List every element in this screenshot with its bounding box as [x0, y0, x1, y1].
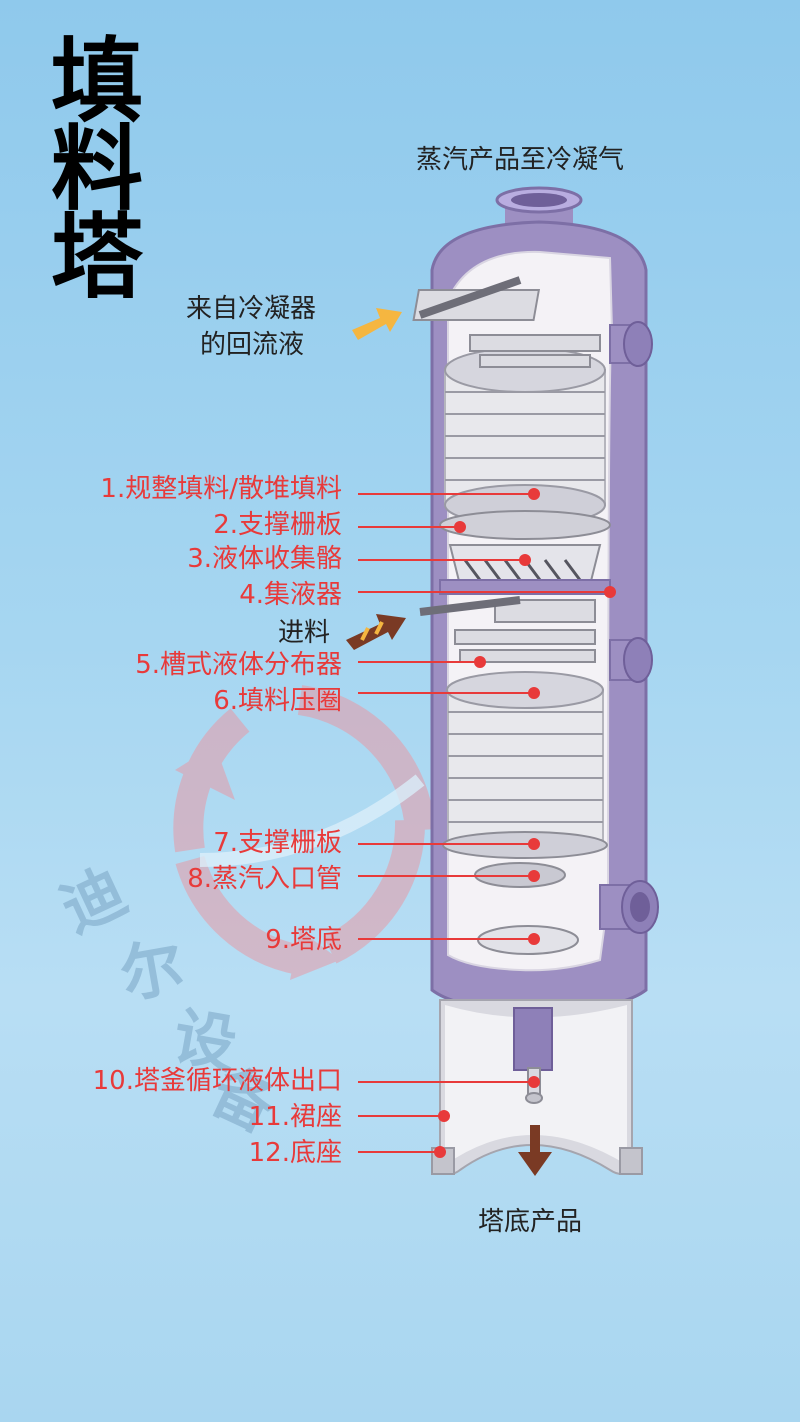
bottom-product-label: 塔底产品	[478, 1207, 583, 1237]
support-grid-2	[439, 510, 611, 540]
callout-structured-packing: 1.规整填料/散堆填料	[100, 474, 342, 504]
callout-support-grid-lower: 7.支撑栅板	[213, 828, 342, 858]
callout-liquid-gatherer: 4.集液器	[239, 580, 342, 610]
upper-packing-bed	[444, 347, 606, 526]
callout-lines	[358, 488, 616, 1158]
callout-liquid-collector: 3.液体收集骼	[187, 544, 342, 574]
lower-packing-bed	[446, 671, 604, 841]
title-char-1: 填	[50, 28, 143, 135]
feed-label: 进料	[278, 618, 331, 648]
callout-skirt: 11.裙座	[248, 1102, 342, 1132]
feed-inlet-pipe	[419, 596, 521, 616]
reflux-label-line1: 来自冷凝器	[186, 294, 317, 324]
page-title: 填 料 塔	[42, 28, 152, 311]
trough-distributor	[454, 599, 596, 663]
vapor-product-label: 蒸汽产品至冷凝气	[416, 145, 625, 175]
upper-distributor	[412, 289, 601, 368]
bottom-product-arrow-icon	[518, 1125, 552, 1176]
callout-trough-distributor: 5.槽式液体分布器	[135, 650, 342, 680]
vapor-inlet-nozzle	[474, 862, 659, 934]
reflux-inlet-pipe	[418, 276, 522, 319]
base-foot-right	[619, 1147, 643, 1175]
reflux-arrow-icon	[352, 308, 402, 340]
callout-column-bottom: 9.塔底	[265, 925, 342, 955]
callout-reboiler-outlet: 10.塔釜循环液体出口	[92, 1066, 342, 1096]
side-nozzle-upper	[609, 321, 653, 367]
callout-vapor-inlet: 8.蒸汽入口管	[187, 864, 342, 894]
reflux-label-line2: 的回流液	[200, 330, 305, 360]
feed-arrow-icon	[346, 614, 406, 650]
title-char-3: 塔	[50, 204, 143, 311]
bottom-outlet-pipe	[513, 1007, 553, 1104]
top-vapor-nozzle	[495, 186, 583, 240]
callout-hold-down-ring: 6.填料压圈	[213, 686, 342, 716]
callout-base: 12.底座	[248, 1138, 342, 1168]
callout-support-grid-upper: 2.支撑栅板	[213, 510, 342, 540]
title-char-2: 料	[50, 116, 143, 223]
side-nozzle-middle	[609, 637, 653, 683]
watermark-cycle-arrows	[173, 685, 435, 980]
